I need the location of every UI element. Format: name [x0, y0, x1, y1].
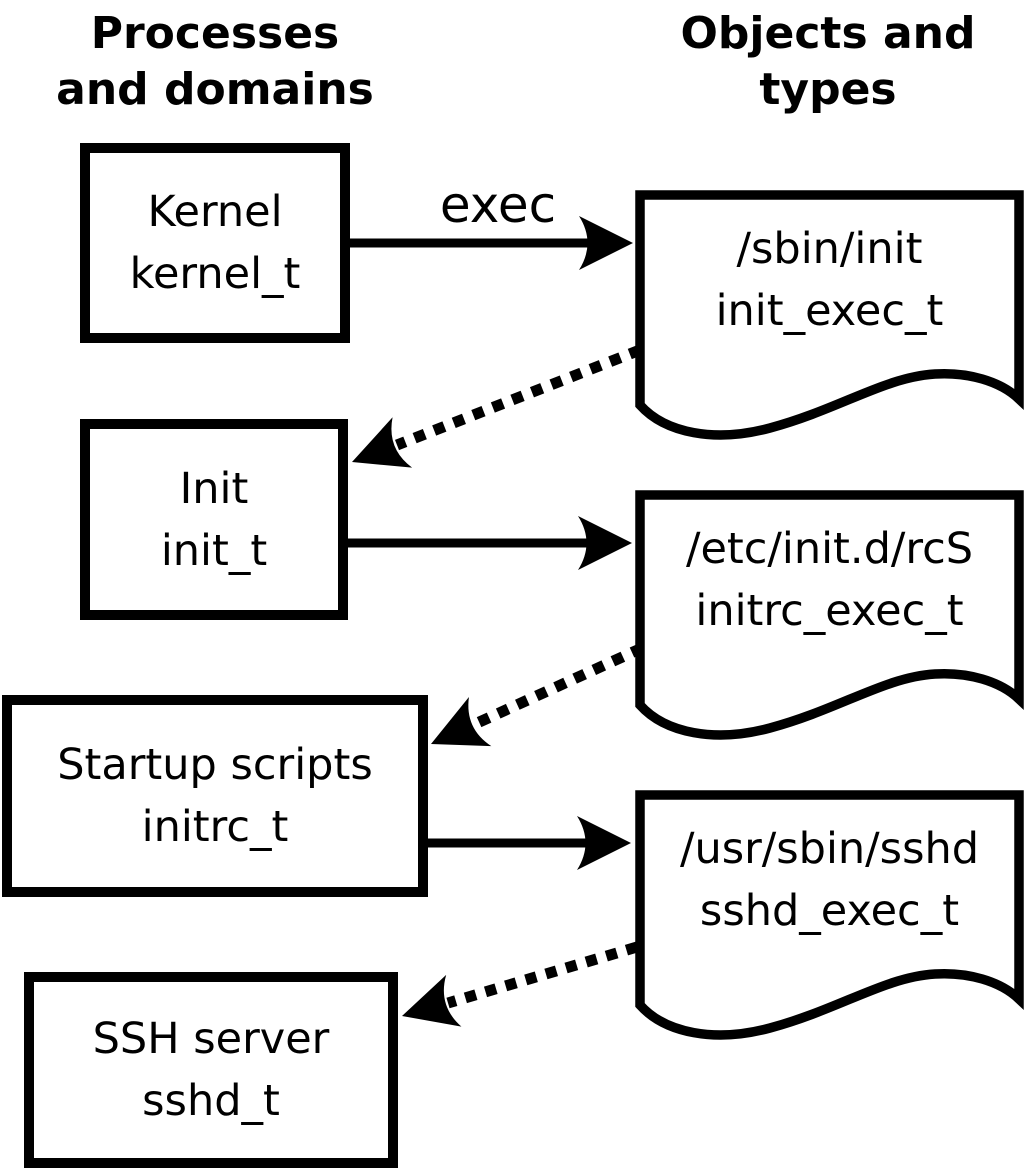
process-name: Init	[179, 463, 249, 514]
process-domain: sshd_t	[142, 1076, 280, 1126]
header-left-line2: and domains	[56, 64, 374, 115]
object-path: /sbin/init	[736, 224, 923, 274]
process-name: Startup scripts	[57, 740, 373, 790]
object-path: /etc/init.d/rcS	[685, 524, 974, 574]
process-box-init: Init init_t	[80, 419, 348, 620]
document-shape-sshd-exec	[635, 790, 1024, 1040]
header-right-line1: Objects and	[680, 8, 976, 59]
header-left-line1: Processes	[90, 8, 340, 59]
object-type: init_exec_t	[715, 286, 944, 336]
process-box-ssh-server: SSH server sshd_t	[24, 972, 398, 1168]
process-name: SSH server	[92, 1014, 330, 1064]
process-domain: kernel_t	[129, 249, 301, 299]
object-label-sshd-exec: /usr/sbin/sshd sshd_exec_t	[640, 818, 1019, 942]
transition-arrow-init-exec-to-init	[352, 344, 643, 468]
object-label-init-exec: /sbin/init init_exec_t	[640, 218, 1019, 342]
process-box-startup-scripts: Startup scripts initrc_t	[2, 695, 428, 897]
transition-arrow-sshd-exec-to-ssh	[402, 941, 639, 1027]
document-shape-initrc-exec	[635, 490, 1024, 740]
object-label-initrc-exec: /etc/init.d/rcS initrc_exec_t	[640, 518, 1019, 642]
transition-arrow-initrc-exec-to-startup	[431, 642, 645, 747]
exec-arrow-kernel-to-init-exec	[345, 216, 633, 270]
document-shape-init-exec	[635, 190, 1024, 440]
header-right-line2: types	[759, 64, 897, 115]
process-box-kernel: Kernel kernel_t	[80, 143, 350, 343]
object-path: /usr/sbin/sshd	[679, 824, 980, 874]
exec-arrow-label: exec	[439, 176, 557, 234]
process-domain: init_t	[160, 525, 268, 576]
exec-arrow-init-to-initrc-exec	[343, 516, 632, 570]
process-domain: initrc_t	[141, 802, 289, 852]
process-name: Kernel	[147, 187, 283, 237]
object-type: sshd_exec_t	[699, 886, 960, 936]
exec-arrow-startup-to-sshd-exec	[423, 816, 631, 870]
header-objects-and-types: Objects and types	[628, 6, 1024, 118]
header-processes-and-domains: Processes and domains	[0, 6, 430, 118]
object-type: initrc_exec_t	[695, 586, 964, 636]
